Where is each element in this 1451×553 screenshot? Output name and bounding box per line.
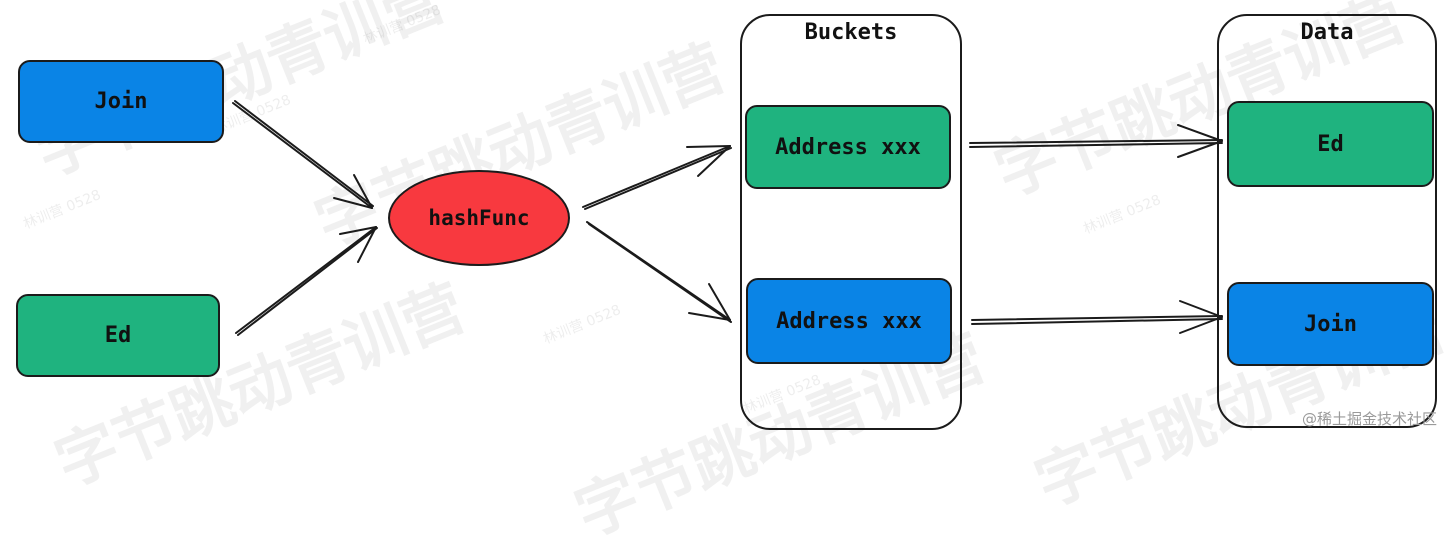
- arrow-bucket-1-to-ed: [969, 124, 1223, 158]
- input-node-ed: Ed: [16, 294, 220, 377]
- bucket-address-1: Address xxx: [745, 105, 951, 189]
- arrow-hash-to-bucket-2: [586, 221, 732, 323]
- buckets-container: Buckets: [740, 14, 962, 430]
- arrow-bucket-2-to-join: [971, 300, 1223, 334]
- data-node-ed: Ed: [1227, 101, 1434, 187]
- hash-function-node: hashFunc: [388, 170, 570, 266]
- node-label: Address xxx: [775, 134, 921, 160]
- source-credit: @稀土掘金技术社区: [1301, 410, 1437, 428]
- node-label: Join: [94, 89, 148, 114]
- buckets-title: Buckets: [804, 20, 898, 45]
- node-label: Ed: [104, 323, 132, 348]
- data-container: Data: [1217, 14, 1437, 428]
- bucket-address-2: Address xxx: [746, 278, 952, 364]
- arrow-join-to-hash: [232, 100, 374, 209]
- node-label: Ed: [1317, 131, 1344, 157]
- data-title: Data: [1300, 20, 1354, 45]
- node-label: hashFunc: [428, 206, 530, 230]
- arrows-layer: [232, 100, 1223, 336]
- arrow-ed-to-hash: [235, 226, 378, 336]
- arrow-hash-to-bucket-1: [582, 145, 732, 210]
- input-node-join: Join: [18, 60, 224, 143]
- diagram-canvas: 字节跳动青训营 字节跳动青训营 字节跳动青训营 字节跳动青训营 字节跳动青训营 …: [16, 0, 1451, 551]
- node-label: Address xxx: [776, 308, 922, 334]
- data-node-join: Join: [1227, 282, 1434, 366]
- node-label: Join: [1304, 311, 1357, 337]
